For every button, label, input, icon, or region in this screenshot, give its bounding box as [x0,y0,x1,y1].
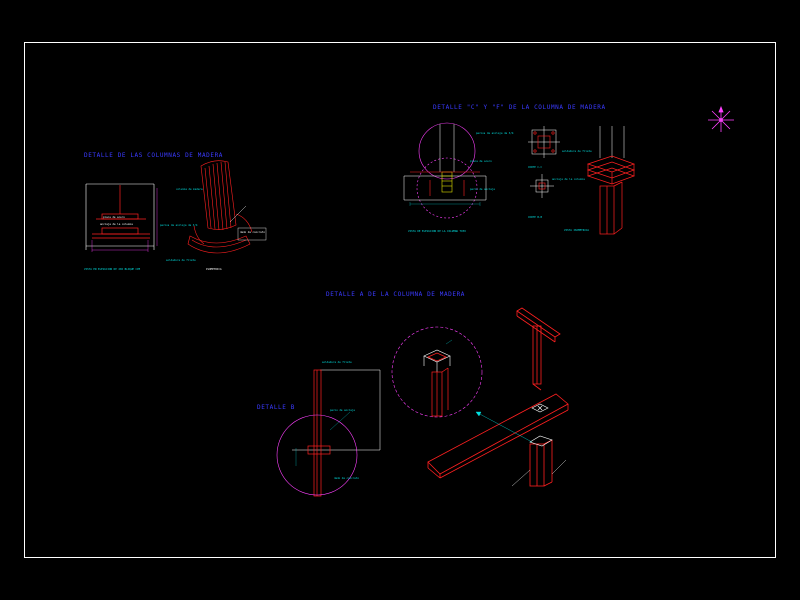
title-detalle-b: DETALLE B [257,404,295,411]
note-pernos-left: pernos de anclaje de 3/4 [160,223,198,227]
note-pernos-cc: pernos de anclaje de 3/4 [476,131,514,135]
detail-c-elevation: VISTA DE ELEVACION DE LA COLUMNA TIPO pl… [403,122,495,233]
note-placa-left: placa de acero [103,215,125,219]
north-arrow-icon [708,105,734,132]
section-cc: CORTE C-C pernos de anclaje de 3/4 [476,126,560,169]
note-soldadura-iso: soldadura de filete [562,149,592,153]
isometric-column: ISOMETRICA columna de madera pernos de a… [160,160,267,271]
elevation-label: VISTA EN ELEVACION DE 2X6 BLOQUE CPE [84,267,141,271]
elevation-view: VISTA EN ELEVACION DE 2X6 BLOQUE CPE pla… [84,183,158,271]
drawing-frame [24,42,776,558]
title-detalle-a: DETALLE A DE LA COLUMNA DE MADERA [326,291,465,298]
note-soldadura-left: soldadura de filete [166,258,196,262]
note-anclaje-bb: anclaje de la columna [552,177,585,181]
note-placa-c: placa de acero [470,159,492,163]
corte-cc-label: CORTE C-C [528,165,542,169]
elevation-cc-label: VISTA DE ELEVACION DE LA COLUMNA TIPO [408,229,466,233]
note-dado-b: dado de concreto [334,476,359,480]
note-madera: columna de madera [176,187,203,191]
title-detalle-columnas: DETALLE DE LAS COLUMNAS DE MADERA [84,152,223,159]
detail-a-circle [391,326,483,418]
note-anclaje-left: anclaje de la columna [100,222,133,226]
note-dado-left: dado de concreto [240,230,265,234]
note-soldadura-b: soldadura de filete [322,360,352,364]
isometric-detail-cc: VISTA ISOMETRICA soldadura de filete [562,126,636,235]
section-bb: CORTE B-B anclaje de la columna [528,174,585,219]
corte-bb-label: CORTE B-B [528,215,542,219]
title-detalle-cc: DETALLE "C" Y "F" DE LA COLUMNA DE MADER… [433,104,606,111]
note-perno-b: perno de anclaje [330,408,355,412]
note-perno-c: perno de anclaje [470,187,495,191]
isometric-beam-column [427,307,569,487]
detail-b: soldadura de filete perno de anclaje dad… [276,360,381,497]
isometric-label: ISOMETRICA [206,267,222,271]
vista-isometrica-label: VISTA ISOMETRICA [564,228,589,232]
